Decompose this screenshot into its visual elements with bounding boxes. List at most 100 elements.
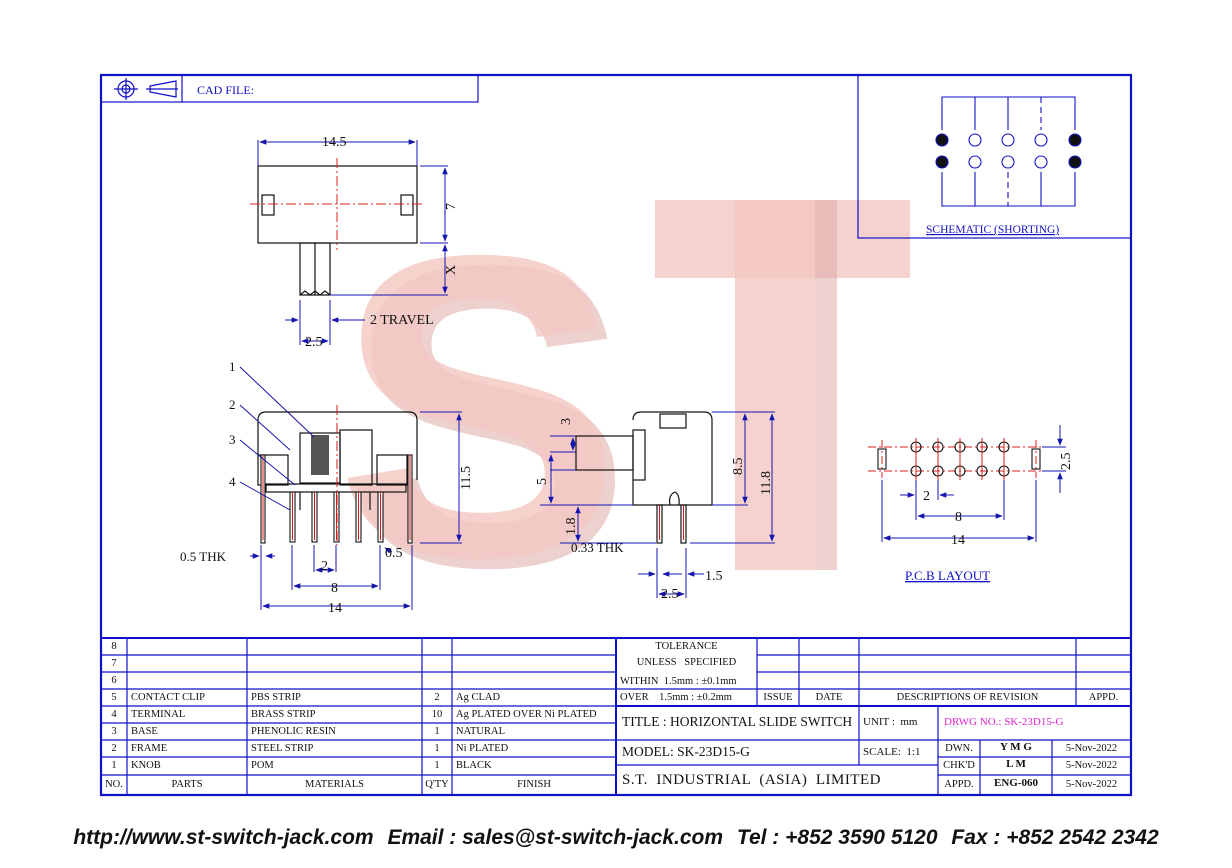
pcb-layout-label: P.C.B LAYOUT xyxy=(905,568,990,583)
bom-cell: PHENOLIC RESIN xyxy=(251,726,336,737)
appd-date: 5-Nov-2022 xyxy=(1065,779,1118,790)
bom-header: NO. xyxy=(105,779,123,790)
part-callout-2: 2 xyxy=(229,397,236,412)
watermark-st: S S xyxy=(335,167,910,657)
bom-cell: 7 xyxy=(111,658,117,669)
bom-cell: Ag PLATED OVER Ni PLATED xyxy=(456,709,597,720)
dim-front-pitch: 2 xyxy=(321,559,328,574)
part-callout-4: 4 xyxy=(229,474,236,489)
dim-side-total: 11.8 xyxy=(759,471,774,495)
appd-label: APPD. xyxy=(944,779,974,790)
tolerance-sub: UNLESS SPECIFIED xyxy=(636,657,737,668)
title-text: TITLE : HORIZONTAL SLIDE SWITCH xyxy=(622,714,853,729)
schematic xyxy=(935,96,1082,207)
revision-appd: APPD. xyxy=(1088,692,1119,703)
bom-header: PARTS xyxy=(171,779,203,790)
dim-side-pin-span: 2.5 xyxy=(661,587,679,602)
bom-cell: Ni PLATED xyxy=(456,743,509,754)
chk-label: CHK'D xyxy=(943,760,975,771)
dim-pcb-span14: 14 xyxy=(951,533,965,548)
footer-email[interactable]: Email : sales@st-switch-jack.com xyxy=(387,826,724,849)
dim-top-height: 7 xyxy=(444,203,459,210)
dim-side-pin-len: 1.8 xyxy=(564,518,579,536)
bom-cell: 5 xyxy=(111,692,117,703)
dim-front-height: 11.5 xyxy=(459,466,474,490)
dim-front-span14: 14 xyxy=(328,601,342,616)
footer-fax: Fax : +852 2542 2342 xyxy=(951,826,1159,849)
dim-knob: 2.5 xyxy=(305,335,323,350)
footer-contact: http://www.st-switch-jack.com Email : sa… xyxy=(0,826,1232,850)
bom-cell: BASE xyxy=(131,726,158,737)
dim-side-knob-h: 3 xyxy=(559,418,574,425)
revision-date: DATE xyxy=(815,692,843,703)
projection-icon xyxy=(114,78,178,100)
dim-pcb-span8: 8 xyxy=(955,510,962,525)
dim-top-width: 14.5 xyxy=(322,135,347,150)
dim-pcb-row: 2.5 xyxy=(1059,453,1074,471)
chk-value: L M xyxy=(1006,758,1026,770)
drwg-number: DRWG NO.: SK-23D15-G xyxy=(944,716,1064,728)
bom-cell: POM xyxy=(251,760,274,771)
schematic-label: SCHEMATIC (SHORTING) xyxy=(926,224,1059,236)
tolerance-within: WITHIN 1.5mm : ±0.1mm xyxy=(620,676,737,687)
bom-cell: FRAME xyxy=(131,743,168,754)
model-text: MODEL: SK-23D15-G xyxy=(622,744,750,759)
unit-text: UNIT : mm xyxy=(863,716,918,728)
bom-cell: 1 xyxy=(434,760,440,771)
dim-front-span8: 8 xyxy=(331,581,338,596)
part-callout-3: 3 xyxy=(229,432,236,447)
bom-cell: BRASS STRIP xyxy=(251,709,316,720)
svg-text:S: S xyxy=(345,177,632,657)
pcb-layout: 2.5 2 8 14 P.C.B LAYOUT xyxy=(868,425,1074,583)
bom-header: FINISH xyxy=(517,779,551,790)
bom-cell: 2 xyxy=(434,692,440,703)
part-callout-1: 1 xyxy=(229,359,236,374)
dim-side-thk: 0.33 THK xyxy=(571,540,624,555)
title-block-lines xyxy=(101,637,1131,795)
front-view xyxy=(257,411,418,510)
bom-cell: BLACK xyxy=(456,760,492,771)
bom-cell: 2 xyxy=(111,743,117,754)
bom-cell: 4 xyxy=(111,709,117,720)
bom-cell: Ag CLAD xyxy=(456,692,501,703)
bom-header: MATERIALS xyxy=(305,779,364,790)
tables-text: TOLERANCE UNLESS SPECIFIED WITHIN 1.5mm … xyxy=(105,641,1119,790)
bom-cell: STEEL STRIP xyxy=(251,743,314,754)
bom-cell: 8 xyxy=(111,641,117,652)
dwn-date: 5-Nov-2022 xyxy=(1065,743,1118,754)
dim-side-pin-w: 1.5 xyxy=(705,569,723,584)
dim-pcb-pitch: 2 xyxy=(923,489,930,504)
bom-cell: NATURAL xyxy=(456,726,505,737)
dim-travel: 2 TRAVEL xyxy=(370,313,434,328)
revision-issue: ISSUE xyxy=(763,692,793,703)
company-name: S.T. INDUSTRIAL (ASIA) LIMITED xyxy=(622,772,881,788)
bom-cell: TERMINAL xyxy=(131,709,186,720)
tolerance-title: TOLERANCE xyxy=(655,641,718,652)
appd-value: ENG-060 xyxy=(994,777,1038,789)
drawing-sheet: S S CAD FILE: SCHEMATIC (SHORTING) xyxy=(99,73,1133,797)
bom-cell: 10 xyxy=(431,709,443,720)
bom-cell: KNOB xyxy=(131,760,161,771)
bom-cell: CONTACT CLIP xyxy=(131,692,205,703)
cad-file-label: CAD FILE: xyxy=(197,83,254,97)
tolerance-over: OVER 1.5mm : ±0.2mm xyxy=(620,692,732,703)
dim-front-thk: 0.5 THK xyxy=(180,549,227,564)
bom-cell: 1 xyxy=(111,760,117,771)
bom-header: Q'TY xyxy=(425,779,449,790)
dim-side-body: 8.5 xyxy=(731,458,746,476)
scale-text: SCALE: 1:1 xyxy=(863,746,921,758)
bom-cell: 1 xyxy=(434,743,440,754)
footer-url[interactable]: http://www.st-switch-jack.com xyxy=(73,826,374,849)
bom-cell: 6 xyxy=(111,675,117,686)
dim-side-knob-pos: 5 xyxy=(535,478,550,485)
footer-tel: Tel : +852 3590 5120 xyxy=(736,826,938,849)
dwn-value: Y M G xyxy=(1000,741,1032,753)
bom-cell: PBS STRIP xyxy=(251,692,301,703)
svg-text:S: S xyxy=(335,167,622,647)
dwn-label: DWN. xyxy=(945,743,973,754)
dim-front-pin: 0.5 xyxy=(385,546,403,561)
dim-top-x: X xyxy=(444,265,459,275)
chk-date: 5-Nov-2022 xyxy=(1065,760,1118,771)
knob-hatch xyxy=(311,435,329,475)
bom-cell: 1 xyxy=(434,726,440,737)
